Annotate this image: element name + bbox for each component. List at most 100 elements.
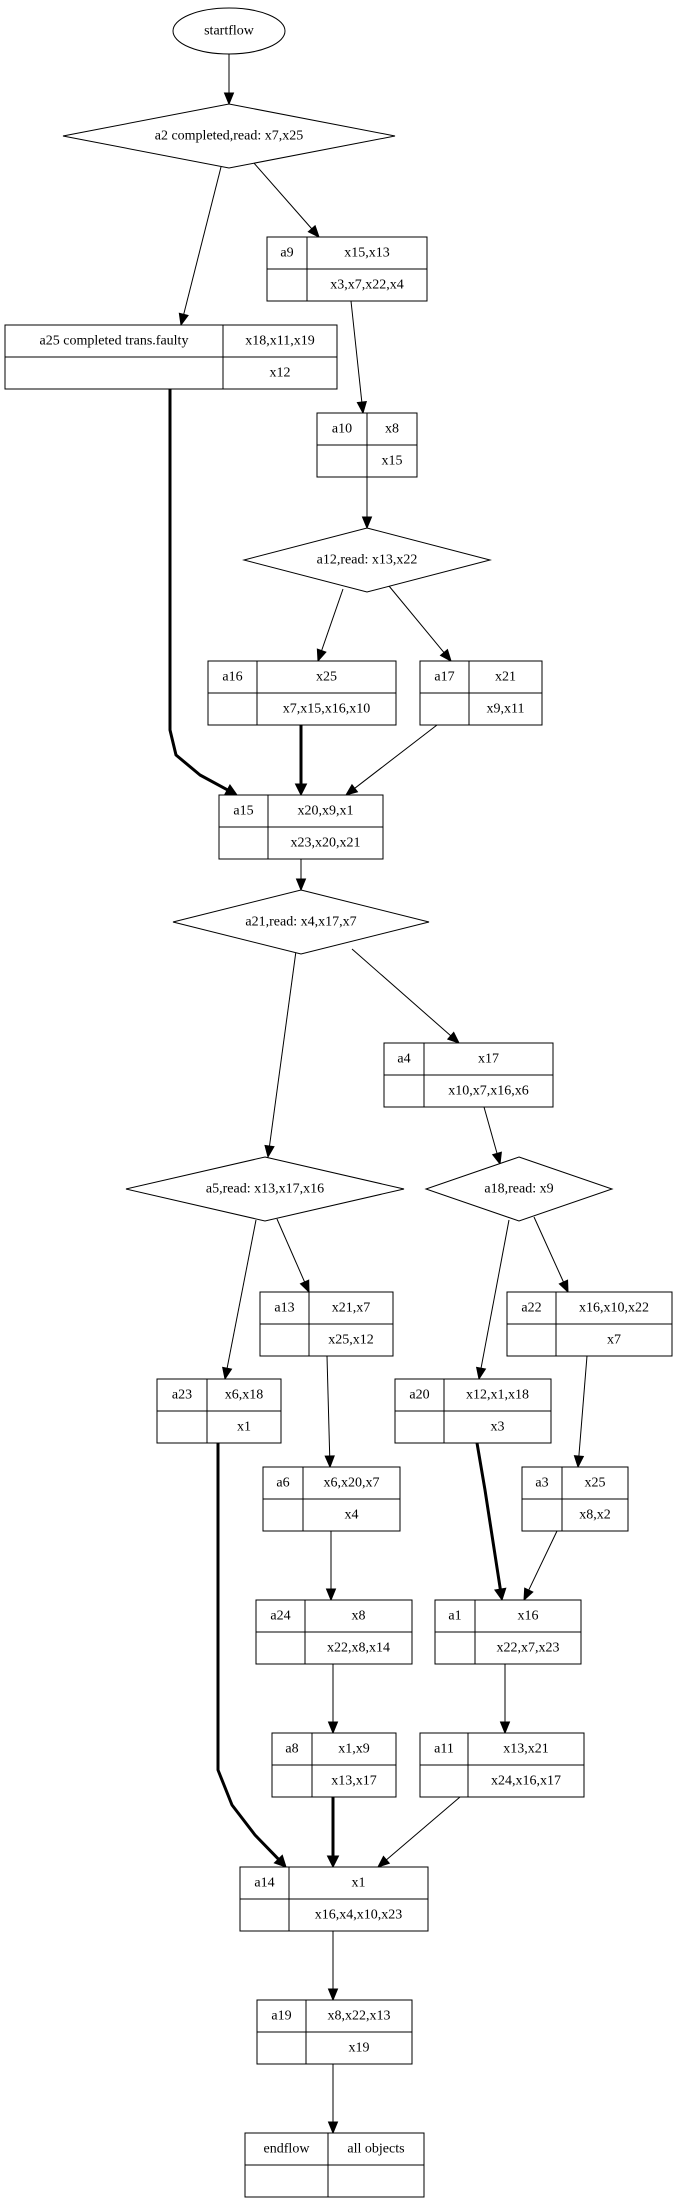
- write-objects: x8: [385, 422, 399, 437]
- edge-line: [351, 948, 452, 1037]
- edge-a12-to-a17: [388, 585, 452, 663]
- read-objects: x23,x20,x21: [291, 836, 361, 851]
- write-objects: x6,x20,x7: [324, 1476, 380, 1491]
- start-ellipse: [172, 7, 286, 55]
- edge-line: [388, 585, 445, 653]
- node-a21[interactable]: a21,read: x4,x17,x7: [172, 889, 430, 955]
- arrowhead-icon: [327, 1988, 339, 2002]
- edge-a3-to-a1: [523, 1530, 558, 1602]
- arrowhead-icon: [356, 401, 367, 415]
- edge-a21-to-a5: [264, 950, 297, 1159]
- read-objects: x8,x2: [579, 1508, 611, 1523]
- activity-name: endflow: [264, 2142, 311, 2157]
- write-objects: x25: [585, 1476, 606, 1491]
- edge-line: [483, 1106, 498, 1154]
- read-objects: x3: [491, 1420, 505, 1435]
- edge-line: [168, 389, 229, 792]
- arrowhead-icon: [344, 783, 359, 796]
- write-objects: x1: [352, 1876, 366, 1891]
- activity-name: a24: [270, 1609, 290, 1624]
- edge-a4-to-a18: [483, 1106, 502, 1166]
- arrowhead-icon: [324, 1455, 335, 1469]
- edge-line: [578, 1355, 588, 1457]
- edge-line: [268, 950, 297, 1147]
- write-objects: x8,x22,x13: [328, 2009, 391, 2024]
- arrowhead-icon: [222, 1366, 233, 1381]
- edge-line: [386, 1796, 461, 1861]
- arrowhead-icon: [295, 878, 307, 892]
- edge-a5-to-a13: [276, 1218, 310, 1294]
- read-objects: x7,x15,x16,x10: [283, 702, 371, 717]
- activity-name: a11: [434, 1742, 454, 1757]
- activity-name: a6: [276, 1476, 289, 1491]
- node-a12[interactable]: a12,read: x13,x22: [242, 527, 492, 593]
- arrowhead-icon: [316, 648, 327, 663]
- activity-name: a23: [172, 1388, 192, 1403]
- node-a18[interactable]: a18,read: x9: [424, 1156, 614, 1222]
- decision-label: a12,read: x13,x22: [317, 553, 418, 568]
- edge-a11-to-a14: [376, 1796, 461, 1868]
- edge-line: [276, 1218, 306, 1283]
- edge-a25-to-a15: [168, 389, 238, 796]
- activity-name: a4: [397, 1052, 410, 1067]
- arrowhead-icon: [325, 1588, 337, 1602]
- decision-label: a5,read: x13,x17,x16: [206, 1182, 324, 1197]
- edge-a23-to-a14: [216, 1443, 287, 1868]
- decision-diamond: [424, 1156, 614, 1222]
- write-objects: x20,x9,x1: [298, 804, 354, 819]
- edge-a18-to-a22: [533, 1216, 569, 1294]
- arrowhead-icon: [376, 1855, 391, 1868]
- decision-diamond: [125, 1156, 405, 1222]
- read-objects: x16,x4,x10,x23: [315, 1908, 403, 1923]
- edge-a22-to-a3: [573, 1355, 588, 1469]
- edge-line: [216, 1443, 280, 1861]
- edge-a14-to-a19: [327, 1931, 339, 2002]
- node-startflow[interactable]: startflow: [172, 7, 286, 55]
- node-a2[interactable]: a2 completed,read: x7,x25: [62, 103, 396, 169]
- read-objects: x10,x7,x16,x6: [448, 1084, 529, 1099]
- node-a5[interactable]: a5,read: x13,x17,x16: [125, 1156, 405, 1222]
- write-objects: x1,x9: [338, 1742, 370, 1757]
- write-objects: x21: [495, 670, 516, 685]
- edges-layer: [168, 54, 588, 2135]
- arrowhead-icon: [326, 1855, 340, 1869]
- read-objects: x7: [607, 1333, 621, 1348]
- write-objects: x18,x11,x19: [245, 334, 314, 349]
- arrowhead-icon: [264, 1144, 275, 1159]
- decision-diamond: [172, 889, 430, 955]
- read-objects: x15: [382, 454, 403, 469]
- edge-startflow-to-a2: [223, 54, 235, 106]
- edge-a2-to-a9: [252, 161, 320, 238]
- arrowhead-icon: [523, 1587, 534, 1602]
- activity-name: a1: [448, 1609, 461, 1624]
- decision-label: a21,read: x4,x17,x7: [245, 915, 356, 930]
- edge-line: [533, 1216, 564, 1283]
- read-objects: x25,x12: [328, 1333, 374, 1348]
- decision-diamond: [242, 527, 492, 593]
- arrowhead-icon: [273, 1854, 287, 1868]
- read-objects: x12: [270, 366, 291, 381]
- edge-a9-to-a10: [350, 300, 367, 415]
- edge-a21-to-a4: [351, 948, 460, 1044]
